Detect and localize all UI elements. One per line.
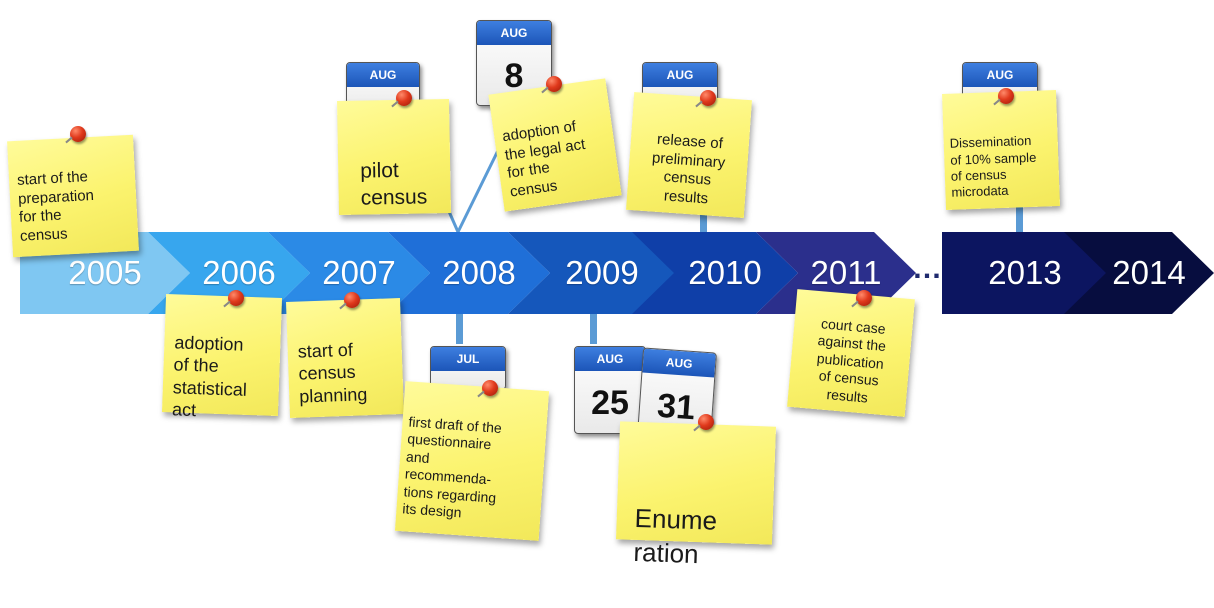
note-text: start of census planning xyxy=(297,339,368,407)
year-label-2013: 2013 xyxy=(988,254,1062,291)
calendar-month: AUG xyxy=(642,348,716,378)
note-pilot-census: pilot census xyxy=(337,99,451,215)
connector-2008-bottom xyxy=(456,314,463,344)
calendar-day: 8 xyxy=(504,56,524,95)
pushpin-icon xyxy=(856,290,872,306)
year-label-2005: 2005 xyxy=(68,254,142,291)
note-statistical-act: adoption of the statistical act xyxy=(161,294,283,420)
census-timeline-diagram: 2005 2006 2007 2008 2009 2010 2011 … 201… xyxy=(0,0,1214,554)
connector-2009-bottom xyxy=(590,314,597,344)
year-label-2011: 2011 xyxy=(810,254,882,291)
calendar-month: AUG xyxy=(575,347,645,371)
calendar-icon-aug-25: AUG 25 xyxy=(574,346,646,434)
note-text: adoption of the statistical act xyxy=(171,331,248,421)
note-dissemination-sample: Dissemination of 10% sample of census mi… xyxy=(942,90,1060,210)
note-text: adoption of the legal act for the census xyxy=(501,117,587,201)
note-start-of-preparation: start of the preparation for the census xyxy=(7,134,139,258)
pushpin-icon xyxy=(228,290,244,306)
note-court-case: court case against the publication of ce… xyxy=(787,289,915,417)
calendar-month: JUL xyxy=(431,347,505,371)
note-text: start of the preparation for the census xyxy=(16,167,95,245)
note-text: pilot census xyxy=(360,159,428,210)
year-label-2006: 2006 xyxy=(202,254,276,291)
note-text: release of preliminary census results xyxy=(651,130,726,208)
note-first-draft-questionnaire: first draft of the questionnaire and rec… xyxy=(394,381,550,541)
year-label-2008: 2008 xyxy=(442,254,516,291)
calendar-month: AUG xyxy=(963,63,1037,87)
pushpin-icon xyxy=(546,76,562,92)
pushpin-icon xyxy=(698,414,714,430)
pushpin-icon xyxy=(998,88,1014,104)
pushpin-icon xyxy=(700,90,716,106)
note-text: first draft of the questionnaire and rec… xyxy=(401,413,503,521)
pushpin-icon xyxy=(482,380,498,396)
calendar-icon-jul: JUL xyxy=(430,346,506,390)
calendar-month: AUG xyxy=(347,63,419,87)
note-legal-act: adoption of the legal act for the census xyxy=(488,78,622,212)
note-enumeration: Enume ration xyxy=(615,421,777,569)
note-text: Enume ration xyxy=(633,502,718,569)
timeline-gap-ellipsis: … xyxy=(912,252,943,285)
year-label-2007: 2007 xyxy=(322,254,396,291)
calendar-day: 25 xyxy=(591,383,629,422)
pushpin-icon xyxy=(396,90,412,106)
note-preliminary-results: release of preliminary census results xyxy=(626,92,752,218)
pushpin-icon xyxy=(344,292,360,308)
year-label-2010: 2010 xyxy=(688,254,762,291)
note-text: court case against the publication of ce… xyxy=(816,314,887,406)
connector-2013 xyxy=(1016,200,1023,234)
calendar-month: AUG xyxy=(477,21,551,45)
year-label-2009: 2009 xyxy=(565,254,639,291)
note-census-planning: start of census planning xyxy=(286,298,404,418)
year-label-2014: 2014 xyxy=(1112,254,1186,291)
note-text: Dissemination of 10% sample of census mi… xyxy=(949,133,1037,200)
calendar-month: AUG xyxy=(643,63,717,87)
pushpin-icon xyxy=(70,126,86,142)
connector-2010 xyxy=(700,210,707,234)
